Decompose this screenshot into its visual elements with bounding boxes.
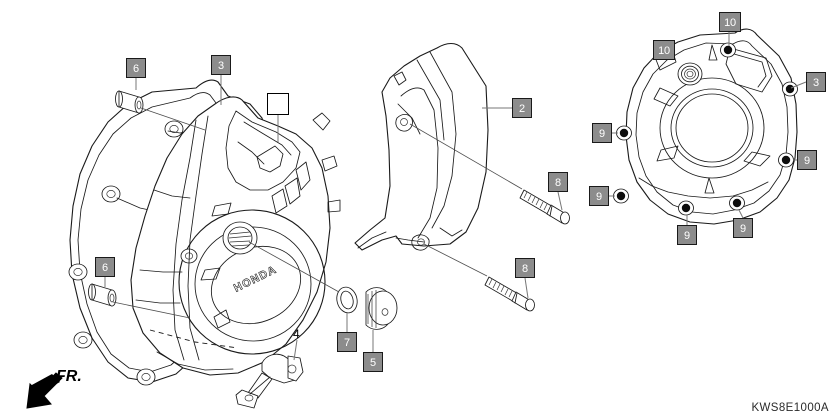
flange-bolt-upper — [519, 189, 570, 225]
callout-9-left-lower[interactable]: 9 — [589, 186, 609, 206]
crankcase-cover-right-outer — [130, 96, 341, 376]
callout-5-filler-cap[interactable]: 5 — [363, 352, 383, 372]
callout-9-right-upper[interactable]: 9 — [797, 150, 817, 170]
callout-blank[interactable] — [267, 93, 289, 115]
shaft-bore — [677, 62, 703, 86]
callout-9-bottom-right[interactable]: 9 — [733, 218, 753, 238]
callout-7-o-ring[interactable]: 7 — [337, 332, 357, 352]
diagram-part-number: KWS8E1000A — [751, 402, 829, 414]
clutch-lifter-arm — [235, 353, 304, 409]
callout-6-bottom[interactable]: 6 — [95, 257, 115, 277]
callout-10-left[interactable]: 10 — [653, 40, 675, 60]
callout-2-cover-guard[interactable]: 2 — [512, 98, 532, 118]
flange-bolt-lower — [484, 276, 535, 312]
callout-3-right-cover[interactable]: 3 — [806, 72, 826, 92]
callout-3-left-cover[interactable]: 3 — [211, 55, 231, 75]
cover-guard — [354, 42, 489, 251]
callout-6-top[interactable]: 6 — [126, 58, 146, 78]
callout-4-lifter-arm[interactable]: 4 — [293, 327, 300, 341]
callout-9-left-upper[interactable]: 9 — [592, 123, 612, 143]
callout-8-bolt-upper[interactable]: 8 — [548, 172, 568, 192]
front-direction-label: FR. — [56, 368, 82, 385]
dowel-pin-top — [115, 90, 144, 114]
leader-lines — [104, 32, 807, 361]
front-direction-arrow — [26, 372, 63, 409]
o-ring — [336, 286, 358, 314]
callout-9-bottom-center[interactable]: 9 — [677, 225, 697, 245]
callout-10-top[interactable]: 10 — [719, 12, 741, 32]
bearing-boss — [222, 221, 258, 255]
callout-8-bolt-lower[interactable]: 8 — [515, 258, 535, 278]
oil-filler-cap — [365, 287, 398, 330]
crankcase-cover-inner — [613, 28, 798, 225]
